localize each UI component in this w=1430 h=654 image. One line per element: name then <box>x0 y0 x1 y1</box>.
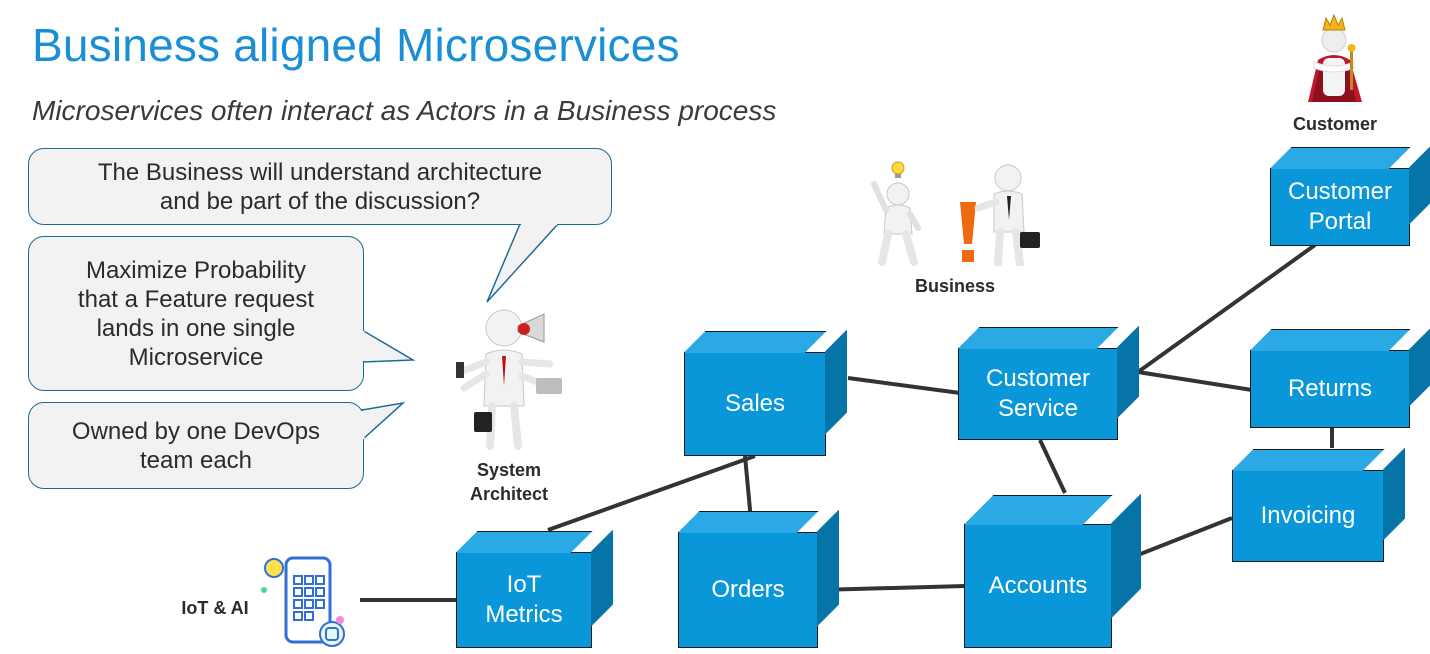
service-invoicing: Invoicing <box>1232 470 1384 562</box>
service-customer-portal: Customer Portal <box>1270 168 1410 246</box>
bubble-owned-by-devops: Owned by one DevOps team each <box>28 402 364 489</box>
page-subtitle: Microservices often interact as Actors i… <box>32 95 777 126</box>
link-customerservice-to-portal <box>1136 243 1317 374</box>
actor-label-iot-ai: IoT & AI <box>181 598 249 618</box>
multitask-person-icon <box>456 309 562 450</box>
mobile-app-icon <box>261 556 345 647</box>
page-title: Business aligned Microservices <box>32 19 680 71</box>
idea-person-icon <box>871 161 921 266</box>
link-orders-to-accounts <box>817 584 966 592</box>
link-sales-to-customerservice <box>847 376 961 395</box>
service-iot-metrics: IoT Metrics <box>456 552 592 648</box>
exclamation-person-icon <box>960 164 1040 266</box>
service-returns: Returns <box>1250 350 1410 428</box>
link-customerservice-to-accounts <box>1038 439 1067 494</box>
link-accounts-to-invoicing <box>1137 516 1233 557</box>
bubble-maximize-probability: Maximize Probability that a Feature requ… <box>28 236 364 391</box>
actor-label-business: Business <box>914 276 996 296</box>
service-customer-service: Customer Service <box>958 348 1118 440</box>
link-customerservice-to-returns <box>1137 370 1253 392</box>
actor-label-system-architect: System Architect <box>469 460 549 504</box>
king-icon <box>1308 13 1362 102</box>
link-iotmetrics-to-sales <box>547 454 756 532</box>
bubble-business-understand: The Business will understand architectur… <box>28 148 612 225</box>
actor-label-customer: Customer <box>1292 114 1377 134</box>
service-sales: Sales <box>684 352 826 456</box>
service-accounts: Accounts <box>964 524 1112 648</box>
service-orders: Orders <box>678 532 818 648</box>
